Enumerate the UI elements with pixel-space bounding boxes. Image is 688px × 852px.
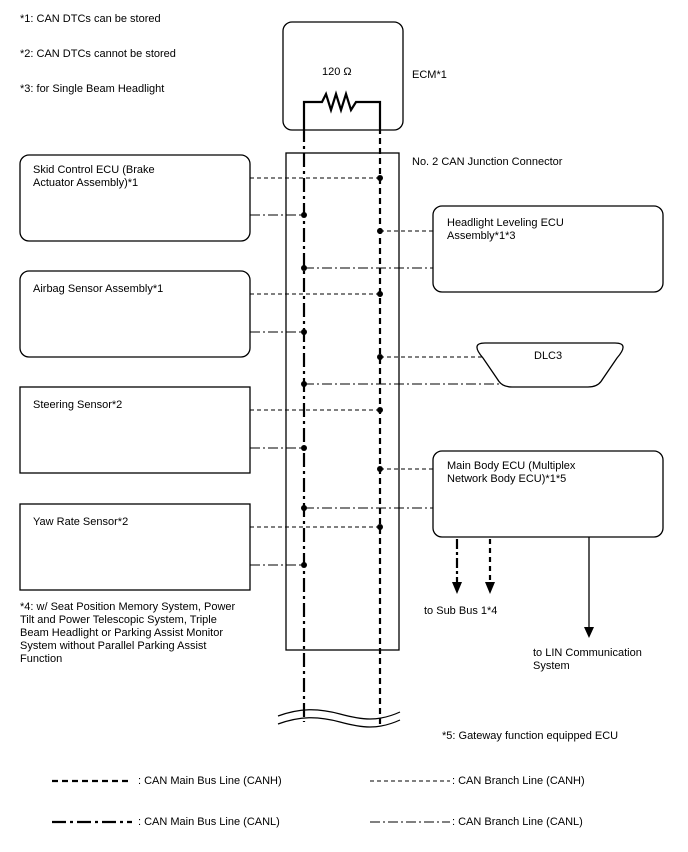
note-3: *3: for Single Beam Headlight <box>20 83 165 95</box>
legend-branch-l-label: : CAN Branch Line (CANL) <box>452 816 583 828</box>
bus-break-symbol-bottom <box>277 717 401 728</box>
sub-bus-canl-arrowhead <box>452 582 462 594</box>
junction-dot <box>301 381 307 387</box>
legend-main-h-label: : CAN Main Bus Line (CANH) <box>138 775 282 787</box>
sub-bus-canh-arrowhead <box>485 582 495 594</box>
lin-arrowhead <box>584 627 594 638</box>
resistor-label: 120 Ω <box>322 66 352 78</box>
junction-dot <box>377 228 383 234</box>
junction-dot <box>377 524 383 530</box>
steering-sensor-label: Steering Sensor*2 <box>33 399 123 411</box>
dlc3-connector-shape <box>476 342 624 388</box>
bus-break-symbol-top <box>277 709 401 720</box>
headlight-leveling-ecu-label: Headlight Leveling ECU Assembly*1*3 <box>447 217 564 242</box>
yaw-rate-sensor-label: Yaw Rate Sensor*2 <box>33 516 129 528</box>
main-body-ecu-box <box>432 450 664 538</box>
airbag-sensor-box <box>19 270 251 358</box>
note-1: *1: CAN DTCs can be stored <box>20 13 161 25</box>
legend-branch-h-label: : CAN Branch Line (CANH) <box>452 775 585 787</box>
junction-dot <box>377 291 383 297</box>
junction-dot <box>377 175 383 181</box>
ecm-label: ECM*1 <box>412 69 447 81</box>
steering-sensor-box <box>19 386 251 474</box>
junction-dot <box>301 505 307 511</box>
junction-connector-label: No. 2 CAN Junction Connector <box>412 156 563 168</box>
junction-dot <box>301 445 307 451</box>
sub-bus-label: to Sub Bus 1*4 <box>424 605 498 617</box>
lin-label: to LIN Communication System <box>533 647 642 672</box>
junction-dot <box>301 265 307 271</box>
junction-dot <box>377 466 383 472</box>
resistor-120ohm <box>302 90 382 128</box>
note-5: *5: Gateway function equipped ECU <box>442 730 619 742</box>
skid-control-ecu-label: Skid Control ECU (Brake Actuator Assembl… <box>33 164 155 189</box>
main-body-ecu-label: Main Body ECU (Multiplex Network Body EC… <box>447 460 576 485</box>
dlc3-label: DLC3 <box>534 350 563 362</box>
junction-dot <box>377 407 383 413</box>
skid-control-ecu-box <box>19 154 251 242</box>
legend-main-l-label: : CAN Main Bus Line (CANL) <box>138 816 280 828</box>
headlight-leveling-ecu-box <box>432 205 664 293</box>
note-4: *4: w/ Seat Position Memory System, Powe… <box>20 601 236 665</box>
junction-connector-box <box>285 152 400 651</box>
yaw-rate-sensor-box <box>19 503 251 591</box>
note-2: *2: CAN DTCs cannot be stored <box>20 48 176 60</box>
ecm-box <box>282 21 404 131</box>
junction-dot <box>301 562 307 568</box>
airbag-sensor-label: Airbag Sensor Assembly*1 <box>33 283 164 295</box>
junction-dot <box>301 212 307 218</box>
junction-dot <box>377 354 383 360</box>
junction-dot <box>301 329 307 335</box>
